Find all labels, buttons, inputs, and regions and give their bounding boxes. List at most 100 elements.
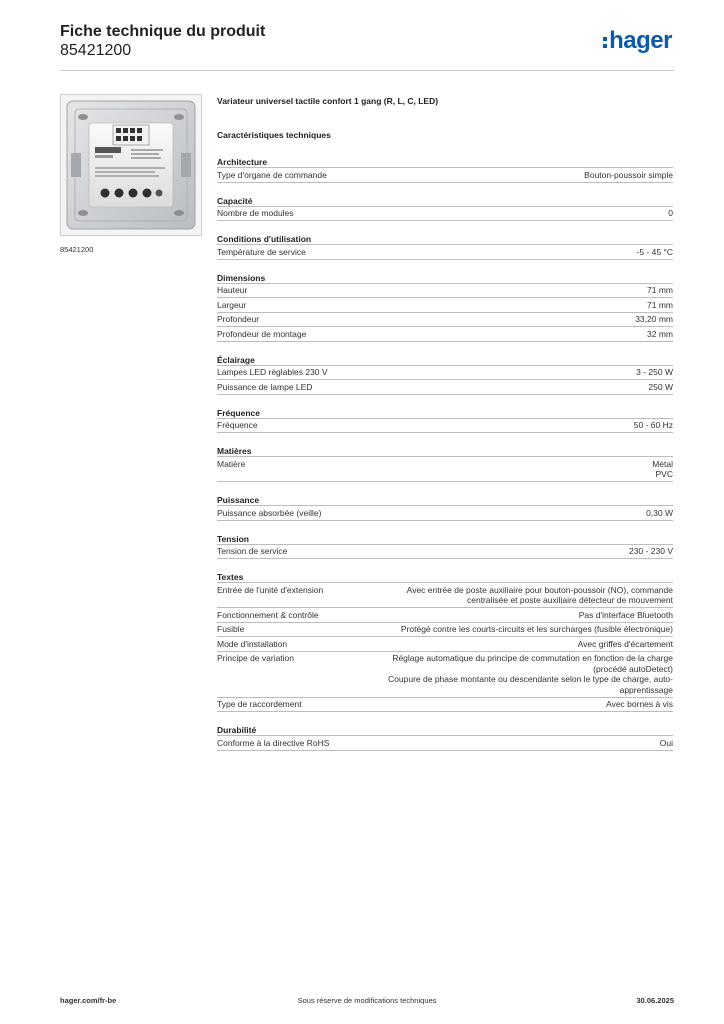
spec-label: Type de raccordement xyxy=(217,699,302,709)
logo-text: hager xyxy=(609,27,672,54)
spec-value-line: 71 mm xyxy=(647,299,673,310)
spec-value-line: 50 - 60 Hz xyxy=(633,420,673,430)
spec-value: Bouton-poussoir simple xyxy=(353,170,673,181)
spec-value-line: Oui xyxy=(659,737,673,748)
spec-row: Fréquence 50 - 60 Hz xyxy=(217,419,673,433)
header-divider xyxy=(60,70,674,71)
spec-label: Largeur xyxy=(217,299,247,310)
spec-row: Puissance de lampe LED 250 W xyxy=(217,380,673,395)
spec-value-line: PVC xyxy=(655,469,673,479)
spec-value-line: Bouton-poussoir simple xyxy=(584,169,673,180)
spec-value: Avec bornes à vis xyxy=(353,699,673,710)
spec-value: 33,20 mm xyxy=(353,314,673,325)
spec-value-line: centralisée et poste auxiliaire détecteu… xyxy=(466,595,673,605)
spec-label: Tension de service xyxy=(217,546,288,556)
hager-logo[interactable]: hager xyxy=(603,29,672,53)
spec-value-line: Réglage automatique du principe de commu… xyxy=(392,653,673,663)
product-image xyxy=(60,94,202,236)
spec-label: Profondeur de montage xyxy=(217,328,307,339)
spec-value: 250 W xyxy=(353,382,673,393)
spec-value: Pas d'interface Bluetooth xyxy=(353,610,673,621)
spec-row: Profondeur 33,20 mm xyxy=(217,313,673,327)
spec-label: Mode d'installation xyxy=(217,638,288,649)
logo-dots-icon xyxy=(603,36,608,48)
footer-notice: Sous réserve de modifications techniques xyxy=(297,996,437,1005)
spec-label: Conforme à la directive RoHS xyxy=(217,737,330,748)
spec-value: 0,30 W xyxy=(353,508,673,519)
footer-website-link[interactable]: hager.com/fr-be xyxy=(60,996,117,1005)
product-title: Variateur universel tactile confort 1 ga… xyxy=(217,96,439,106)
spec-group-title: Conditions d'utilisation xyxy=(217,233,673,245)
image-caption: 85421200 xyxy=(60,245,94,254)
spec-value: Avec entrée de poste auxiliaire pour bou… xyxy=(353,585,673,606)
spec-label: Fréquence xyxy=(217,420,258,430)
spec-section-title: Caractéristiques techniques xyxy=(217,130,331,140)
spec-row: Entrée de l'unité d'extension Avec entrée… xyxy=(217,583,673,608)
spec-value: Réglage automatique du principe de commu… xyxy=(353,653,673,695)
spec-label: Fusible xyxy=(217,624,245,634)
spec-group-title: Architecture xyxy=(217,156,673,168)
product-reference: 85421200 xyxy=(60,42,132,59)
spec-row: Conforme à la directive RoHS Oui xyxy=(217,736,673,751)
spec-label: Puissance de lampe LED xyxy=(217,381,313,392)
spec-value-line: 230 - 230 V xyxy=(629,546,673,556)
spec-group-title: Fréquence xyxy=(217,407,673,419)
spec-label: Profondeur xyxy=(217,314,260,324)
spec-value: -5 - 45 °C xyxy=(353,247,673,258)
spec-value-line: Coupure de phase montante ou descendante… xyxy=(388,674,673,684)
spec-row: Puissance absorbée (veille) 0,30 W xyxy=(217,506,673,521)
spec-label: Puissance absorbée (veille) xyxy=(217,507,322,518)
footer-date: 30.06.2025 xyxy=(636,996,674,1005)
spec-row: Principe de variation Réglage automatique… xyxy=(217,652,673,698)
spec-value: Avec griffes d'écartement xyxy=(353,639,673,650)
spec-value: Protégé contre les courts-circuits et le… xyxy=(353,624,673,635)
spec-value-line: 32 mm xyxy=(647,328,673,339)
spec-value-line: Avec griffes d'écartement xyxy=(577,638,673,649)
spec-row: Profondeur de montage 32 mm xyxy=(217,327,673,342)
spec-row: Tension de service 230 - 230 V xyxy=(217,545,673,559)
spec-group-title: Éclairage xyxy=(217,354,673,366)
spec-label: Principe de variation xyxy=(217,653,295,663)
spec-label: Matière xyxy=(217,458,246,469)
spec-row: Hauteur 71 mm xyxy=(217,284,673,298)
spec-group-title: Tension xyxy=(217,533,673,545)
spec-label: Entrée de l'unité d'extension xyxy=(217,584,324,595)
spec-row: Température de service-5 - 45 °C xyxy=(217,245,673,260)
spec-label: Nombre de modules xyxy=(217,208,294,218)
page-header: Fiche technique du produit 85421200 hage… xyxy=(60,22,674,70)
spec-label: Lampes LED réglables 230 V xyxy=(217,367,328,377)
spec-row: Type de raccordement Avec bornes à vis xyxy=(217,698,673,712)
spec-value-line: 0 xyxy=(668,208,673,218)
spec-value: Oui xyxy=(353,738,673,749)
spec-value: 0 xyxy=(353,208,673,219)
spec-value-line: Avec entrée de poste auxiliaire pour bou… xyxy=(406,584,673,595)
spec-group-title: Durabilité xyxy=(217,724,673,736)
spec-row: Nombre de modules 0 xyxy=(217,207,673,221)
spec-value-line: 3 - 250 W xyxy=(636,367,673,377)
spec-value-line: Avec bornes à vis xyxy=(606,699,673,709)
spec-group-title: Puissance xyxy=(217,494,673,506)
spec-value-line: 71 mm xyxy=(647,285,673,295)
spec-label: Hauteur xyxy=(217,285,248,295)
spec-row: Mode d'installation Avec griffes d'écarte… xyxy=(217,637,673,652)
spec-value-line: Pas d'interface Bluetooth xyxy=(578,609,673,620)
spec-value: 71 mm xyxy=(353,285,673,296)
spec-row: Largeur 71 mm xyxy=(217,298,673,313)
spec-value: 32 mm xyxy=(353,329,673,340)
spec-value-line: (procédé autoDetect) xyxy=(593,663,673,674)
spec-group-title: Matières xyxy=(217,445,673,457)
spec-value-line: 0,30 W xyxy=(646,507,673,518)
